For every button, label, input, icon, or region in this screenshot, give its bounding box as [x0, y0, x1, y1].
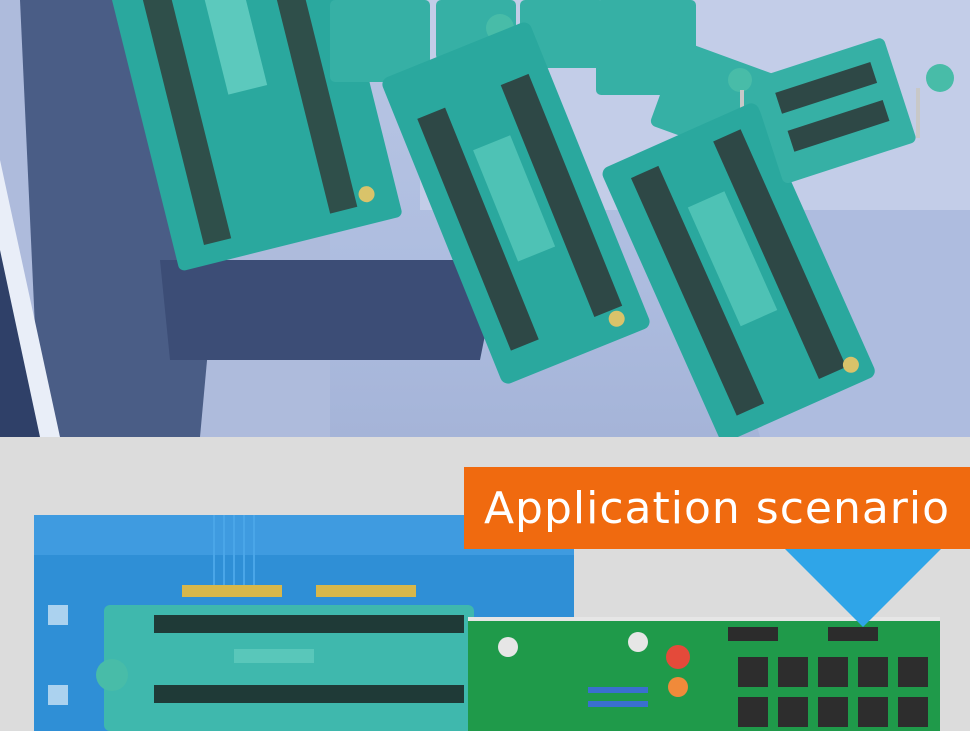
application-scenario-banner: Application scenario — [464, 467, 970, 549]
pcb-right-illustration — [468, 617, 940, 731]
application-section: Application scenario — [0, 437, 970, 731]
zif-sockets-illustration — [0, 0, 970, 437]
pcb-photo-right — [468, 617, 940, 731]
banner-title: Application scenario — [483, 482, 951, 534]
product-photo — [0, 0, 970, 437]
down-arrow-icon — [785, 549, 941, 627]
